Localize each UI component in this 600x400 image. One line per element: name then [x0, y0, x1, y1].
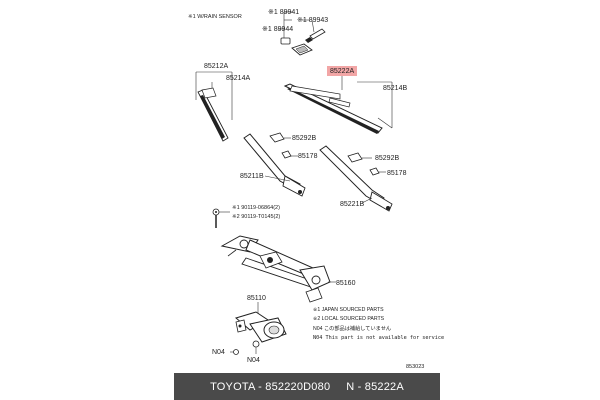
diagram-code: 853023 [406, 364, 424, 370]
label-85211B[interactable]: 85211B [240, 173, 264, 180]
part-number-footer: TOYOTA - 852220D080 N - 85222A [174, 373, 440, 400]
label-85292B-top[interactable]: 85292B [292, 135, 316, 142]
label-85178-right[interactable]: 85178 [387, 170, 407, 177]
label-N04-left[interactable]: N04 [212, 349, 225, 356]
label-89943[interactable]: ※1 89943 [297, 17, 328, 24]
right-wiper-blade [283, 66, 393, 134]
label-85178-left[interactable]: 85178 [298, 153, 318, 160]
left-wiper-arm [243, 132, 306, 197]
wiper-link-assembly [220, 235, 336, 303]
label-85160[interactable]: 85160 [336, 280, 356, 287]
footer-reference-number: N - 85222A [346, 380, 404, 393]
wiper-parts-diagram: ※1 W/RAIN SENSOR ※1 89941 ※1 89943 ※1 89… [188, 9, 444, 370]
part-89944-shape [280, 37, 291, 45]
note-n04-japanese: N04 この部品は補給していません [313, 324, 391, 332]
label-85221B[interactable]: 85221B [340, 201, 364, 208]
label-85212A[interactable]: 85212A [204, 63, 228, 70]
highlight-85222A [327, 66, 357, 76]
label-85292B-right[interactable]: 85292B [375, 155, 399, 162]
label-85214A[interactable]: 85214A [226, 75, 250, 82]
label-89941[interactable]: ※1 89941 [268, 9, 299, 16]
left-wiper-blade [195, 71, 233, 142]
rain-sensor-note: ※1 W/RAIN SENSOR [188, 13, 242, 20]
label-90119-T0145[interactable]: ※2 90119-T0145(2) [232, 213, 280, 220]
part-89943-shape [309, 28, 326, 40]
label-90119-06864[interactable]: ※1 90119-06864(2) [232, 204, 280, 211]
note-japan-sourced: ※1 JAPAN SOURCED PARTS [313, 307, 384, 313]
label-N04-bottom[interactable]: N04 [247, 357, 260, 364]
note-local-sourced: ※2 LOCAL SOURCED PARTS [313, 316, 385, 322]
label-89944[interactable]: ※1 89944 [262, 26, 293, 33]
bolts-90119 [212, 208, 230, 228]
footer-part-number: TOYOTA - 852220D080 [210, 380, 331, 393]
rain-sensor-group [278, 11, 326, 56]
wiper-motor [230, 302, 287, 355]
notes-block: ※1 JAPAN SOURCED PARTS ※2 LOCAL SOURCED … [313, 307, 444, 341]
label-85214B[interactable]: 85214B [383, 85, 407, 92]
label-85110[interactable]: 85110 [247, 295, 266, 302]
label-85222A[interactable]: 85222A [330, 68, 354, 75]
note-n04-english: N04 This part is not available for servi… [313, 335, 444, 341]
right-wiper-arm [319, 145, 393, 212]
